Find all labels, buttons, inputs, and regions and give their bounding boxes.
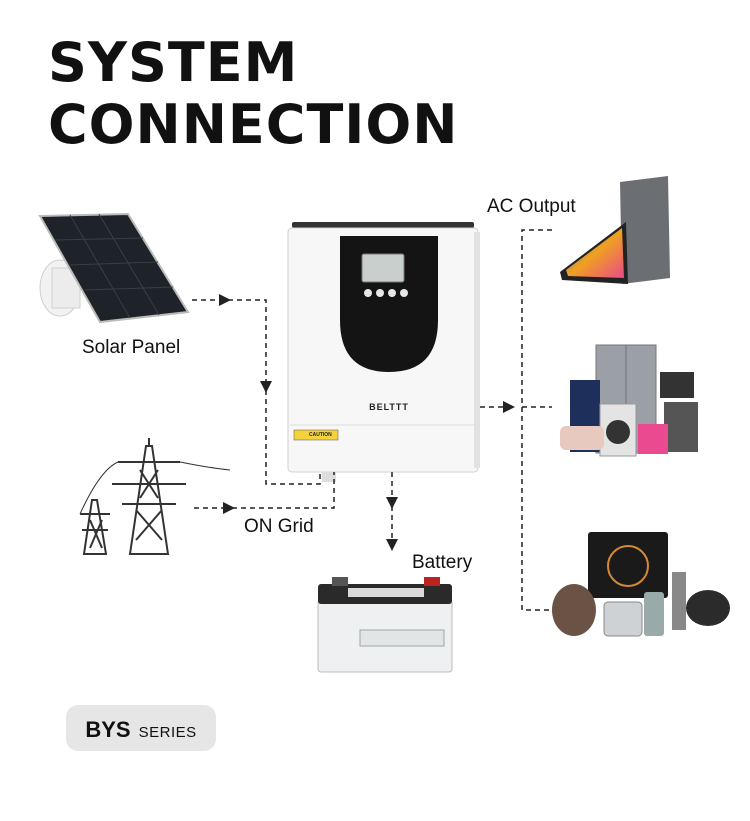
series-badge: BYS SERIES xyxy=(66,705,216,751)
ac-output-label: AC Output xyxy=(487,196,576,217)
page-title: SYSTEM CONNECTION xyxy=(48,32,458,156)
power-grid-towers-image xyxy=(79,438,231,555)
inverter-image xyxy=(287,222,480,482)
title-line-1: SYSTEM xyxy=(48,31,299,94)
series-name: BYS xyxy=(85,717,131,742)
battery-label: Battery xyxy=(412,552,473,573)
title-line-2: CONNECTION xyxy=(48,93,459,156)
inverter-brand-label: BELTTT xyxy=(369,402,409,412)
solar-panel-image xyxy=(38,212,190,324)
series-suffix: SERIES xyxy=(138,724,197,741)
connection-lines xyxy=(192,229,552,611)
battery-image xyxy=(317,577,453,673)
tablet-image xyxy=(560,176,670,284)
inverter-caution-label: CAUTION xyxy=(309,432,332,438)
solar-panel-label: Solar Panel xyxy=(82,337,181,358)
kitchen-appliances-image xyxy=(552,532,730,637)
on-grid-label: ON Grid xyxy=(244,516,314,537)
home-appliances-image xyxy=(560,344,698,457)
